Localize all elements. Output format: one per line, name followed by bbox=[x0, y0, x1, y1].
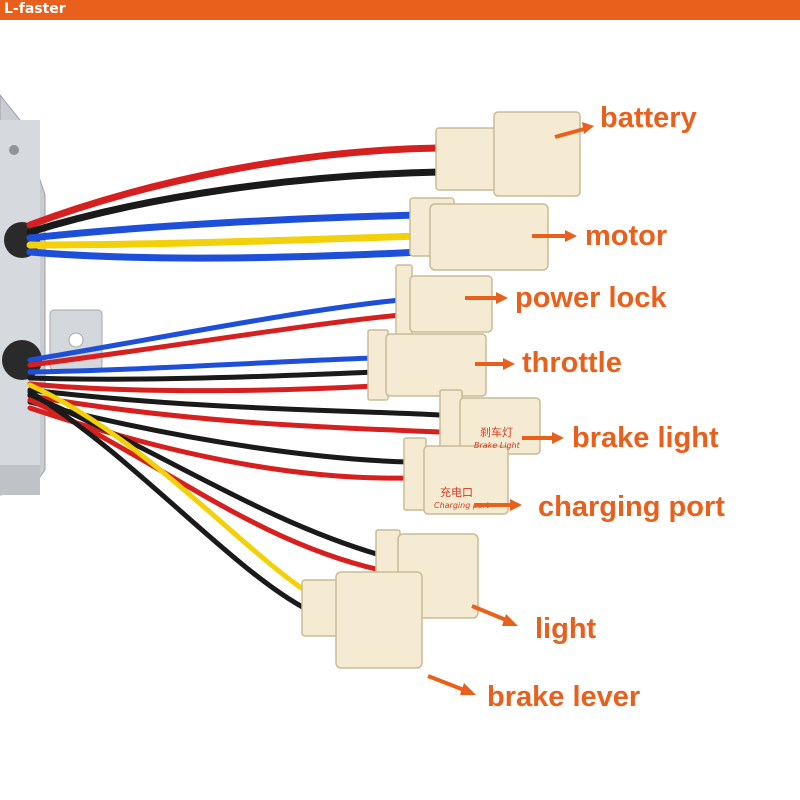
power-lock-connector bbox=[395, 264, 493, 336]
connectors bbox=[301, 111, 581, 669]
brake-lever-connector bbox=[301, 571, 423, 669]
brake-lever-arrow bbox=[427, 674, 465, 692]
brand-banner: L-faster bbox=[0, 0, 800, 20]
charging-port-en-text: Charging port bbox=[434, 501, 490, 510]
label-battery: battery bbox=[600, 102, 697, 134]
label-charging-port: charging port bbox=[538, 491, 725, 523]
brand-logo-text: L-faster bbox=[4, 1, 66, 17]
battery-arrow bbox=[554, 127, 585, 139]
label-throttle: throttle bbox=[522, 347, 622, 379]
battery-connector bbox=[435, 111, 581, 197]
charging-port-connector bbox=[403, 437, 509, 515]
brake-light-cn-text: 刹车灯 bbox=[480, 425, 513, 439]
label-brake-light: brake light bbox=[572, 422, 719, 454]
brake-light-en-text: Brake Light bbox=[474, 441, 521, 450]
upper-cable-bundle bbox=[26, 144, 444, 262]
label-brake-lever: brake lever bbox=[487, 681, 641, 713]
light-arrow bbox=[471, 604, 507, 622]
label-motor: motor bbox=[585, 220, 668, 252]
brake-light-connector bbox=[439, 389, 541, 455]
label-arrows bbox=[427, 122, 594, 695]
motor-connector bbox=[409, 197, 549, 271]
controller-housing bbox=[0, 94, 103, 496]
throttle-connector bbox=[367, 329, 487, 401]
label-light: light bbox=[535, 613, 597, 645]
charging-port-cn-text: 充电口 bbox=[440, 485, 473, 499]
lower-cable-bundle bbox=[27, 297, 443, 618]
label-power-lock: power lock bbox=[515, 282, 667, 314]
